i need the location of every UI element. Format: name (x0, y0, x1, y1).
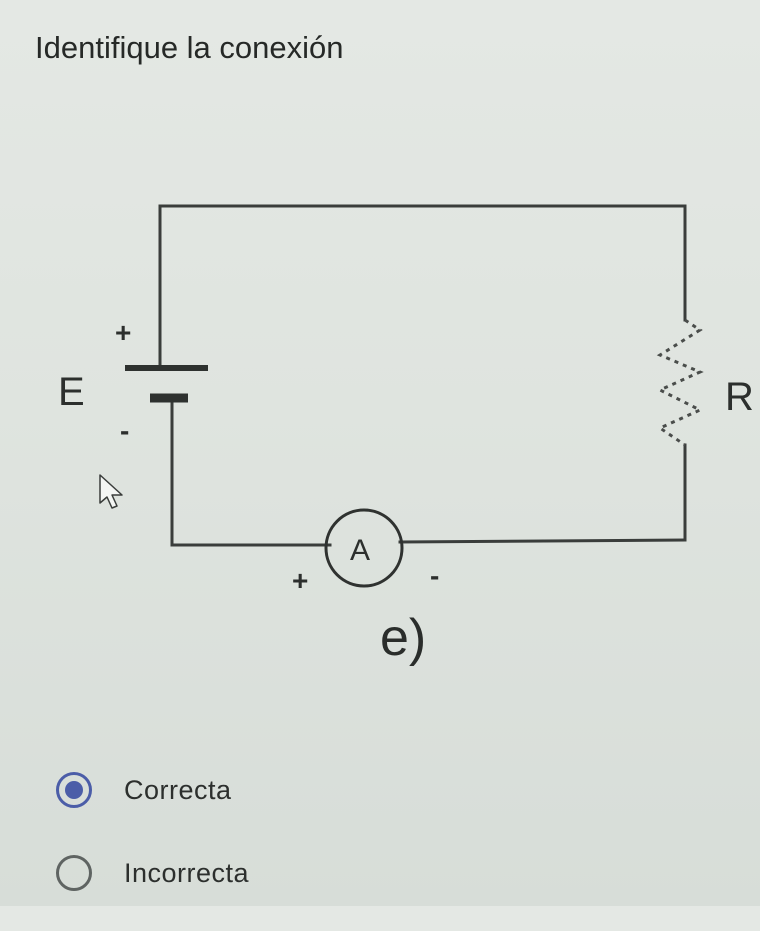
answer-options: Correcta Incorrecta (56, 765, 249, 931)
option-label: Incorrecta (124, 857, 250, 888)
ammeter-plus-sign: + (292, 565, 308, 596)
resistor-label: R (725, 375, 754, 419)
option-label: Correcta (124, 774, 232, 805)
radio-button-incorrecta[interactable] (56, 855, 92, 891)
ammeter-label: A (350, 534, 370, 567)
question-title: Identifique la conexión (35, 30, 344, 65)
radio-button-correcta[interactable] (56, 772, 92, 808)
option-correcta[interactable]: Correcta (56, 765, 249, 815)
option-incorrecta[interactable]: Incorrecta (56, 848, 249, 898)
mouse-cursor-icon (99, 474, 123, 509)
source-label: E (58, 370, 85, 414)
wire-bottom-right (398, 538, 687, 544)
figure-caption: e) (380, 609, 427, 667)
source-minus-sign: - (120, 415, 129, 446)
ammeter-minus-sign: - (430, 560, 439, 591)
ammeter-circle (324, 508, 404, 588)
resistor-zigzag (656, 318, 704, 447)
source-plus-sign: + (115, 317, 131, 348)
circuit-diagram: E R A + - + - (58, 204, 754, 596)
